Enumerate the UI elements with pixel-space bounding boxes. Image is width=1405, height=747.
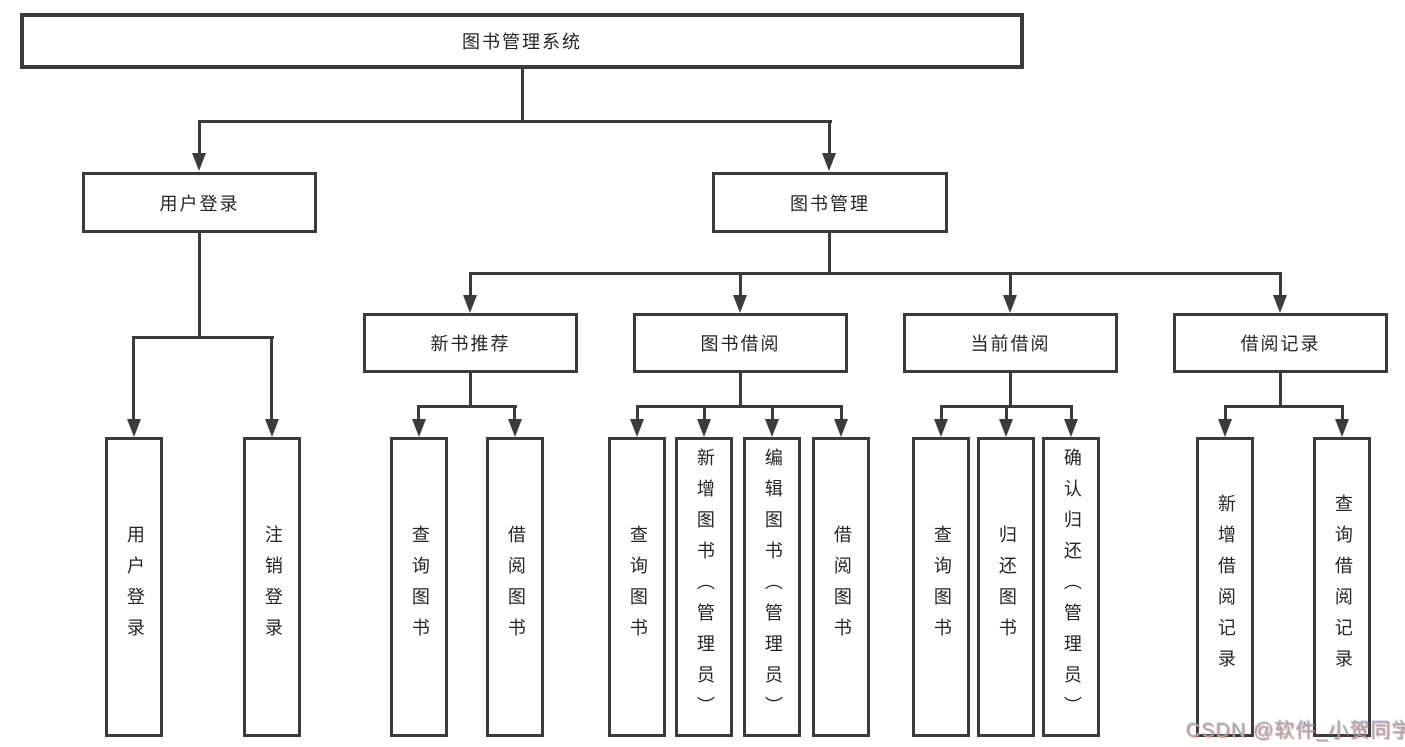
connector-branch [636, 405, 843, 408]
leaf-user-login: 用户登录 [105, 437, 163, 737]
node-current-borrowing-label: 当前借阅 [970, 334, 1051, 354]
leaf-confirm-return-admin: 确认归还（管理员） [1042, 437, 1100, 737]
connector-trunk [1009, 373, 1012, 405]
leaf-add-books-admin: 新增图书（管理员） [675, 437, 733, 737]
connector-trunk [469, 373, 472, 405]
connector-branch [132, 336, 274, 339]
leaf-user-login-label: 用户登录 [124, 525, 145, 649]
leaf-add-borrow-record-label: 新增借阅记录 [1215, 494, 1236, 680]
connector-trunk [198, 233, 201, 336]
leaf-add-books-admin-label: 新增图书（管理员） [694, 447, 715, 727]
leaf-borrow-books-recommend: 借阅图书 [486, 437, 544, 737]
arrow-down-icon [1273, 295, 1287, 313]
leaf-borrow-books-borrowing-label: 借阅图书 [831, 525, 852, 649]
connector-stem [840, 405, 843, 421]
node-borrowing-records: 借阅记录 [1173, 313, 1388, 373]
connector-stem [270, 336, 273, 421]
connector-stem [828, 120, 831, 155]
node-book-borrowing: 图书借阅 [633, 313, 848, 373]
connector-stem [1005, 405, 1008, 421]
arrow-down-icon [630, 419, 644, 437]
arrow-down-icon [265, 419, 279, 437]
leaf-confirm-return-admin-label: 确认归还（管理员） [1061, 447, 1082, 727]
arrow-down-icon [1064, 419, 1078, 437]
leaf-return-books-label: 归还图书 [996, 525, 1017, 649]
node-current-borrowing: 当前借阅 [903, 313, 1118, 373]
arrow-down-icon [733, 295, 747, 313]
connector-branch [1224, 405, 1344, 408]
node-book-management-label: 图书管理 [790, 193, 870, 214]
connector-stem [469, 272, 472, 297]
arrow-down-icon [765, 419, 779, 437]
connector-stem [513, 405, 516, 421]
leaf-query-books-current: 查询图书 [912, 437, 970, 737]
leaf-logout-label: 注销登录 [262, 525, 283, 649]
connector-trunk [828, 233, 831, 272]
node-borrowing-records-label: 借阅记录 [1240, 334, 1321, 354]
leaf-query-borrow-record-label: 查询借阅记录 [1332, 494, 1353, 680]
leaf-add-borrow-record: 新增借阅记录 [1196, 437, 1254, 737]
leaf-query-books-recommend: 查询图书 [390, 437, 448, 737]
leaf-logout: 注销登录 [243, 437, 301, 737]
connector-branch [198, 120, 832, 123]
node-new-book-recommendation: 新书推荐 [363, 313, 578, 373]
arrow-down-icon [934, 419, 948, 437]
connector-stem [132, 336, 135, 421]
node-library-management-system-label: 图书管理系统 [462, 32, 582, 52]
node-new-book-recommendation-label: 新书推荐 [430, 334, 511, 354]
leaf-query-borrow-record: 查询借阅记录 [1313, 437, 1371, 737]
connector-stem [940, 405, 943, 421]
connector-stem [417, 405, 420, 421]
connector-branch [469, 272, 1282, 275]
leaf-borrow-books-borrowing: 借阅图书 [812, 437, 870, 737]
connector-stem [1279, 272, 1282, 297]
node-user-login-label: 用户登录 [159, 193, 240, 214]
leaf-borrow-books-recommend-label: 借阅图书 [505, 525, 526, 649]
arrow-down-icon [999, 419, 1013, 437]
arrow-down-icon [1003, 295, 1017, 313]
leaf-edit-books-admin: 编辑图书（管理员） [743, 437, 801, 737]
arrow-down-icon [412, 419, 426, 437]
leaf-return-books: 归还图书 [977, 437, 1035, 737]
leaf-query-books-borrowing: 查询图书 [608, 437, 666, 737]
leaf-edit-books-admin-label: 编辑图书（管理员） [762, 447, 783, 727]
connector-stem [636, 405, 639, 421]
connector-stem [771, 405, 774, 421]
arrow-down-icon [508, 419, 522, 437]
leaf-query-books-borrowing-label: 查询图书 [627, 525, 648, 649]
arrow-down-icon [834, 419, 848, 437]
node-book-management: 图书管理 [712, 172, 948, 233]
connector-branch [417, 405, 517, 408]
connector-trunk [1279, 373, 1282, 405]
connector-stem [198, 120, 201, 155]
connector-stem [1224, 405, 1227, 421]
connector-stem [1009, 272, 1012, 297]
arrow-down-icon [192, 153, 206, 171]
connector-trunk [739, 373, 742, 405]
connector-stem [1070, 405, 1073, 421]
csdn-watermark: CSDN @软件_小贺同学 [1186, 720, 1405, 742]
arrow-down-icon [127, 419, 141, 437]
arrow-down-icon [697, 419, 711, 437]
arrow-down-icon [463, 295, 477, 313]
arrow-down-icon [1335, 419, 1349, 437]
node-book-borrowing-label: 图书借阅 [700, 334, 781, 354]
node-user-login: 用户登录 [82, 172, 317, 233]
leaf-query-books-recommend-label: 查询图书 [409, 525, 430, 649]
connector-stem [703, 405, 706, 421]
connector-stem [1341, 405, 1344, 421]
arrow-down-icon [822, 153, 836, 171]
arrow-down-icon [1218, 419, 1232, 437]
connector-stem [739, 272, 742, 297]
connector-trunk [521, 69, 524, 120]
node-library-management-system: 图书管理系统 [20, 13, 1024, 69]
leaf-query-books-current-label: 查询图书 [931, 525, 952, 649]
